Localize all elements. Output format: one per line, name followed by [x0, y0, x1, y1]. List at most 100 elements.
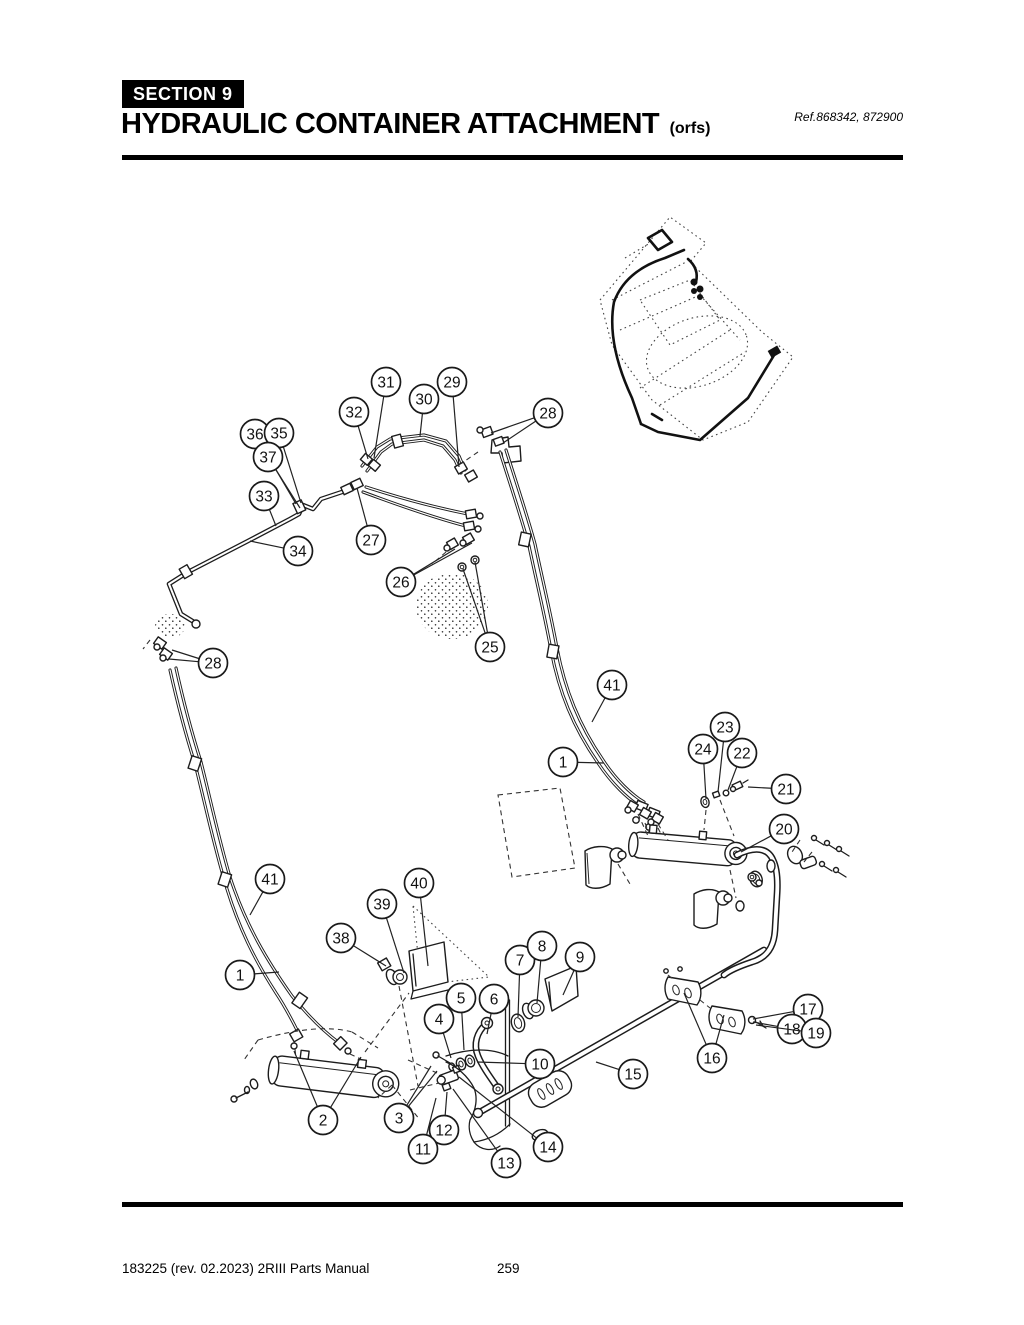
footer-rule [122, 1202, 903, 1207]
svg-text:20: 20 [775, 822, 793, 839]
svg-text:36: 36 [246, 427, 263, 444]
svg-text:10: 10 [531, 1057, 549, 1074]
callout-40: 40 [403, 867, 435, 967]
callout-41: 41 [249, 863, 286, 916]
reference-note: Ref.868342, 872900 [794, 110, 903, 124]
svg-text:41: 41 [261, 872, 278, 889]
svg-text:29: 29 [443, 375, 460, 392]
cylinder-right [627, 824, 748, 867]
callout-3: 3 [383, 1065, 438, 1134]
callout-28: 28 [168, 647, 229, 679]
callout-21: 21 [747, 773, 802, 805]
svg-text:34: 34 [289, 544, 307, 561]
header-rule [122, 155, 903, 160]
callout-41: 41 [591, 669, 628, 723]
callout-32: 32 [338, 396, 370, 460]
bracket-38-40 [364, 904, 491, 1087]
callout-25: 25 [462, 561, 506, 663]
page-title-text: HYDRAULIC CONTAINER ATTACHMENT [121, 108, 660, 140]
callout-1: 1 [547, 746, 605, 778]
svg-text:4: 4 [435, 1012, 444, 1029]
svg-text:6: 6 [490, 992, 499, 1009]
svg-text:21: 21 [777, 782, 794, 799]
steel-tube-33-34 [155, 477, 364, 638]
svg-text:5: 5 [457, 991, 466, 1008]
svg-text:32: 32 [345, 405, 362, 422]
svg-text:37: 37 [259, 450, 276, 467]
left-hose-pair [168, 666, 362, 1060]
callout-31: 31 [370, 366, 402, 459]
fittings-25-26 [416, 532, 488, 639]
svg-text:40: 40 [410, 876, 428, 893]
svg-text:22: 22 [733, 746, 750, 763]
svg-text:13: 13 [497, 1156, 514, 1173]
svg-text:39: 39 [373, 897, 390, 914]
svg-text:14: 14 [539, 1140, 557, 1157]
svg-text:25: 25 [481, 640, 498, 657]
svg-text:33: 33 [255, 489, 272, 506]
svg-text:31: 31 [377, 375, 394, 392]
callout-14: 14 [458, 1076, 564, 1163]
right-hose-pair [498, 448, 666, 843]
svg-text:1: 1 [236, 968, 245, 985]
callout-12: 12 [428, 1091, 460, 1146]
callout-33: 33 [248, 480, 280, 527]
svg-text:35: 35 [270, 426, 287, 443]
section-badge: SECTION 9 [122, 80, 244, 108]
svg-text:11: 11 [415, 1142, 431, 1159]
seal-kit-parts [747, 834, 850, 887]
callout-11: 11 [407, 1097, 439, 1165]
svg-text:15: 15 [624, 1067, 641, 1084]
callout-28: 28 [490, 397, 564, 444]
callout-37: 37 [252, 441, 301, 509]
callout-13: 13 [452, 1088, 522, 1179]
callout-18: 18 [752, 1013, 808, 1045]
callout-7: 7 [504, 944, 536, 1018]
svg-text:30: 30 [415, 392, 433, 409]
page-title: HYDRAULIC CONTAINER ATTACHMENT (orfs) [121, 108, 710, 141]
callout-38: 38 [325, 922, 387, 967]
callout-16: 16 [683, 992, 728, 1074]
callout-20: 20 [740, 813, 800, 853]
torque-tube-15 [472, 946, 768, 1119]
callout-35: 35 [263, 417, 302, 504]
callout-30: 30 [408, 383, 440, 437]
callout-26: 26 [385, 542, 473, 598]
middle-hose-pair [361, 485, 484, 533]
svg-text:23: 23 [716, 720, 733, 737]
svg-text:2: 2 [319, 1113, 328, 1130]
lift-arm [720, 846, 781, 979]
callout-19: 19 [755, 1017, 832, 1049]
callout-22: 22 [726, 737, 758, 791]
mount-plates [497, 787, 763, 929]
svg-text:41: 41 [603, 678, 620, 695]
svg-text:19: 19 [807, 1026, 824, 1043]
callout-4: 4 [423, 1003, 455, 1059]
callout-8: 8 [526, 930, 558, 1004]
callout-23: 23 [709, 711, 741, 793]
callout-24: 24 [687, 733, 719, 800]
bulkhead-bracket-top [461, 425, 522, 464]
footer-manual-info: 183225 (rev. 02.2023) 2RIII Parts Manual [122, 1261, 370, 1276]
callout-17: 17 [752, 993, 824, 1025]
page-title-suffix: (orfs) [669, 120, 711, 137]
svg-text:27: 27 [362, 533, 379, 550]
svg-text:1: 1 [559, 755, 568, 772]
rod-end-hardware-20-24 [700, 779, 749, 837]
svg-text:26: 26 [392, 575, 409, 592]
svg-text:28: 28 [204, 656, 221, 673]
svg-text:17: 17 [799, 1002, 816, 1019]
callout-34: 34 [249, 535, 314, 567]
callout-29: 29 [436, 366, 468, 468]
svg-text:28: 28 [539, 406, 556, 423]
formed-tube-29-30 [359, 433, 479, 483]
svg-text:16: 16 [703, 1051, 720, 1068]
cylinder-left [267, 1049, 400, 1099]
svg-text:24: 24 [694, 742, 712, 759]
callout-6: 6 [478, 983, 510, 1035]
cylinder-left-small-parts [230, 1028, 379, 1103]
svg-text:8: 8 [538, 939, 547, 956]
svg-text:9: 9 [576, 950, 585, 967]
callout-10: 10 [476, 1048, 556, 1080]
